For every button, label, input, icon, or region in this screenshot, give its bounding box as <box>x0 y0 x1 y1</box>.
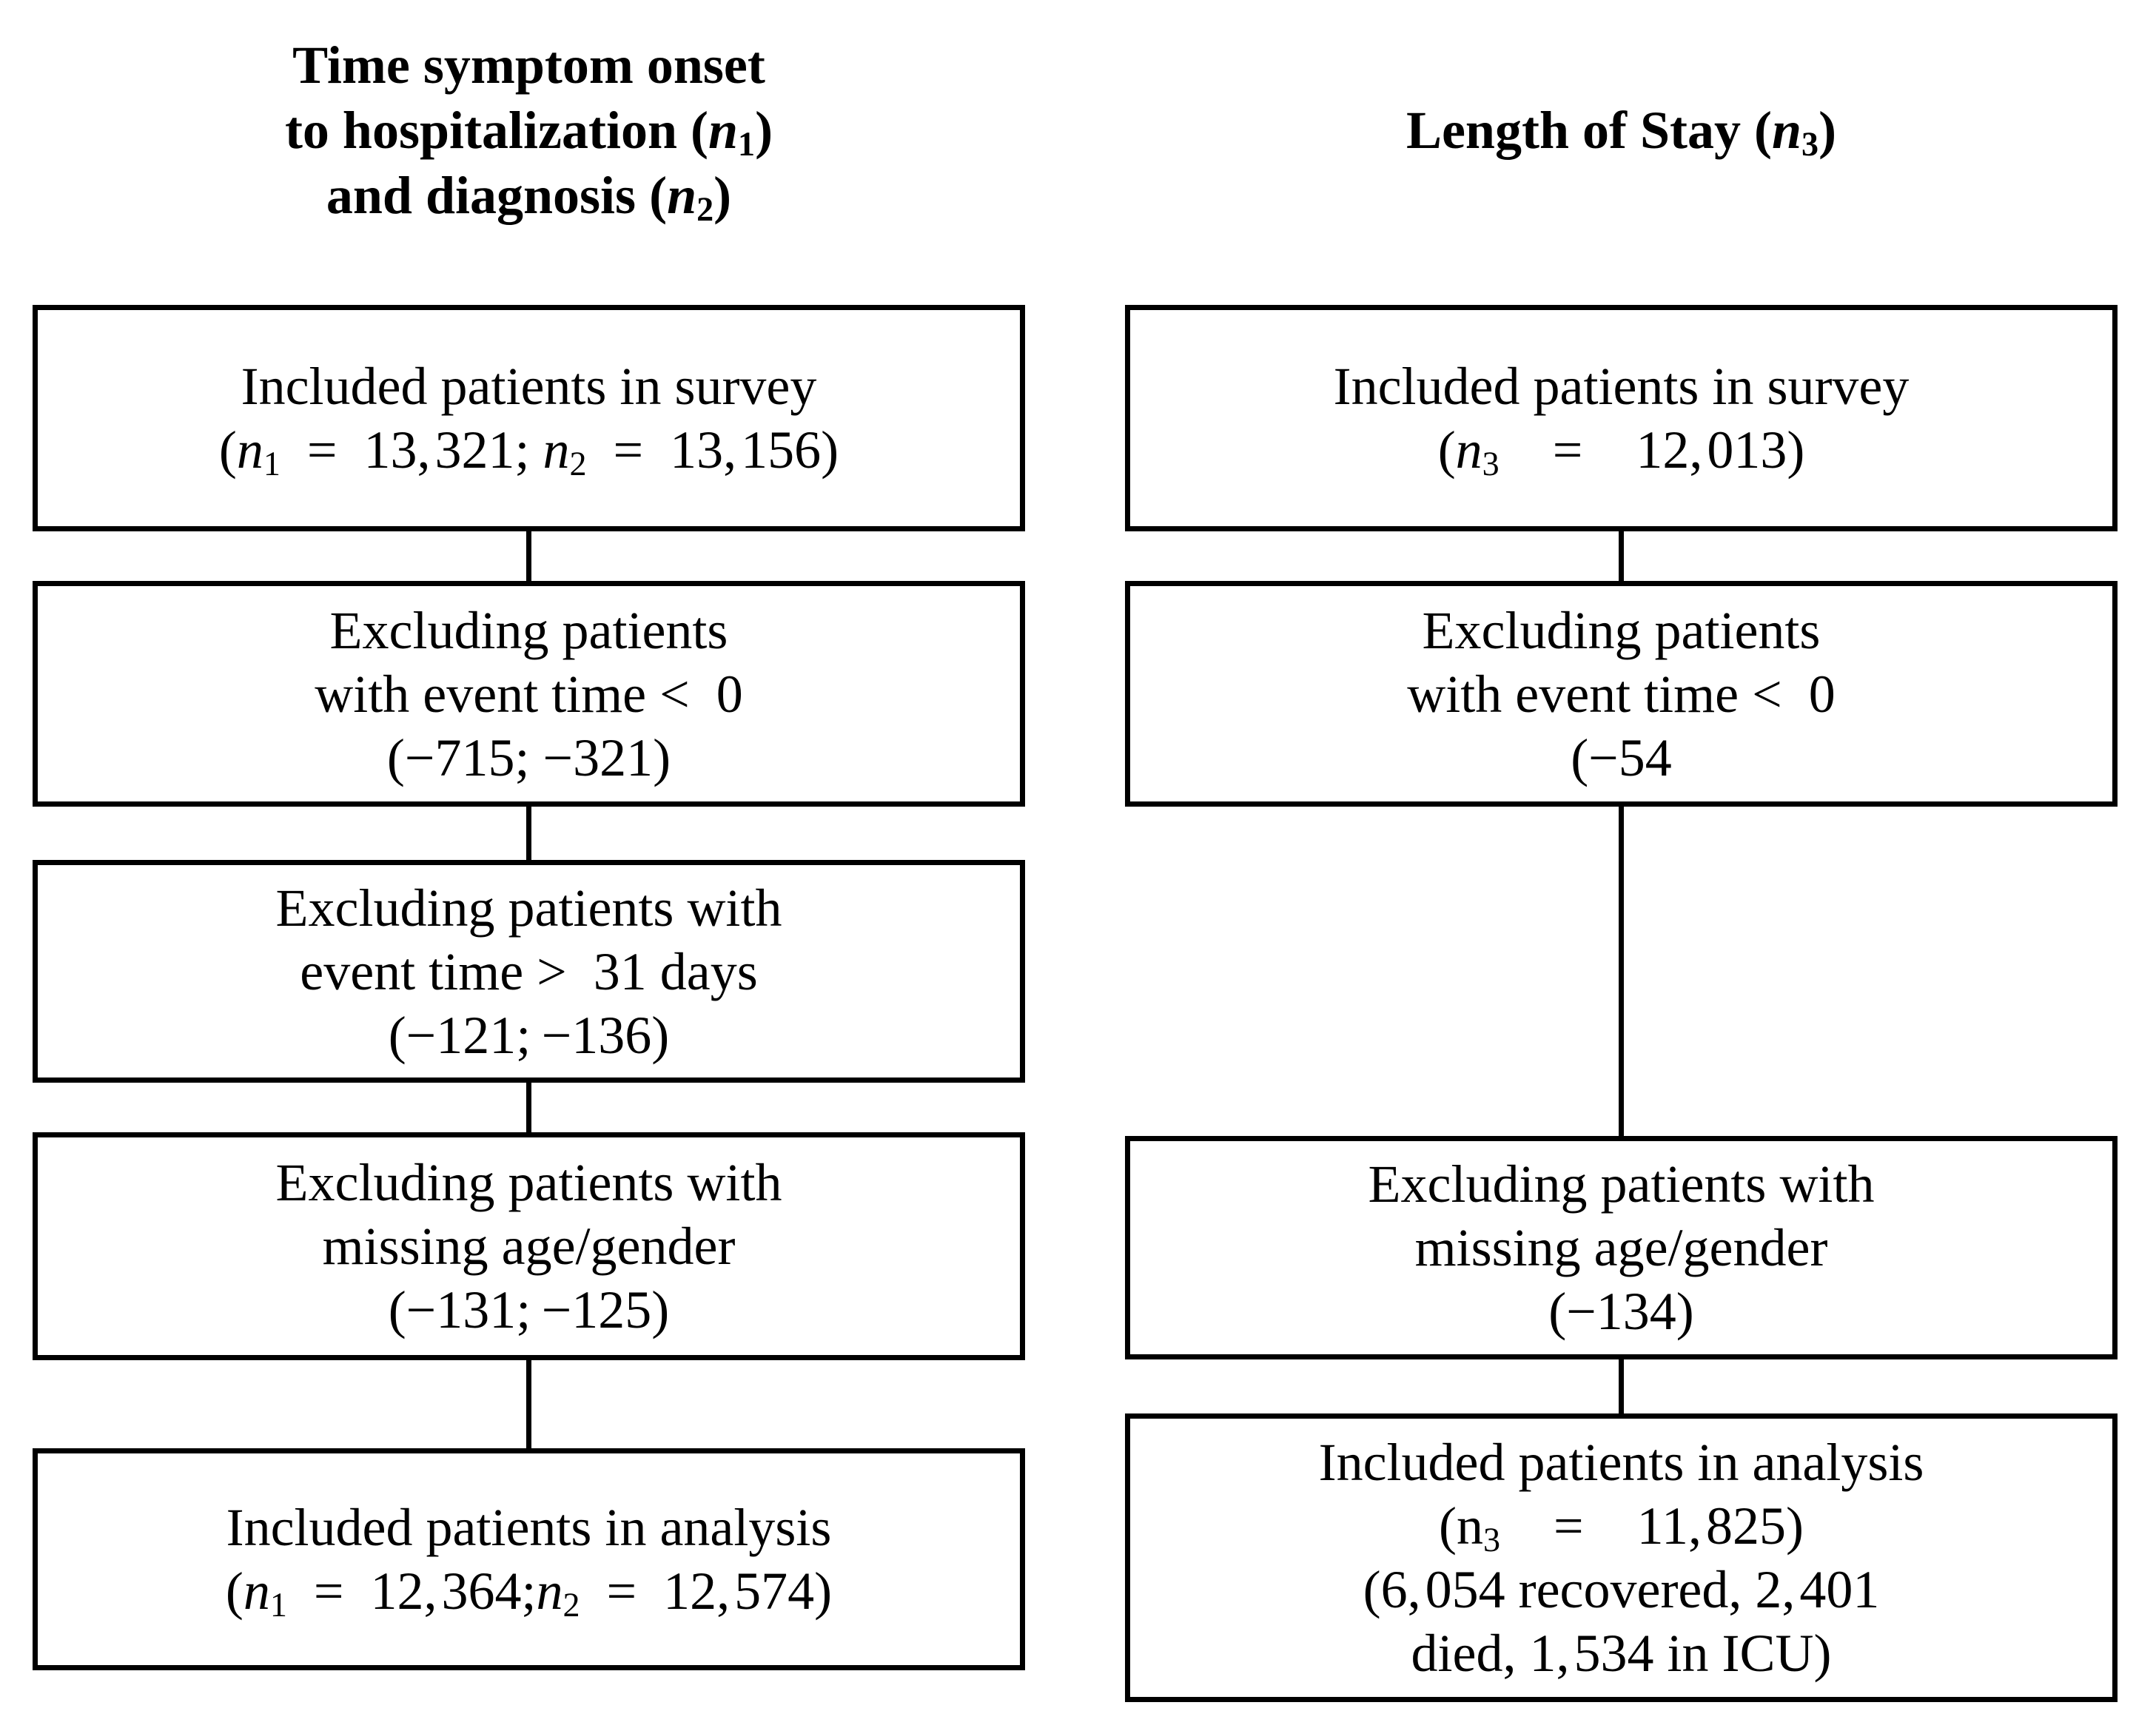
box-text-line: (−121; −136) <box>388 1005 670 1065</box>
box-left-exclude-over-31-days: Excluding patients with event time > 31 … <box>33 860 1025 1083</box>
flow-connector-right-1 <box>1619 528 1624 584</box>
box-text-line: (−54 <box>1571 727 1672 787</box>
flow-connector-left-2 <box>526 804 531 863</box>
flow-connector-left-1 <box>526 528 531 584</box>
box-right-exclude-negative-event-time: Excluding patients with event time < 0 (… <box>1125 581 2118 807</box>
flow-connector-right-3 <box>1619 1356 1624 1416</box>
box-left-included-analysis: Included patients in analysis (n1 = 12, … <box>33 1448 1025 1670</box>
box-text-line: Excluding patients <box>1422 600 1821 660</box>
box-text-line: (n3 = 11, 825) <box>1439 1496 1804 1559</box>
box-text-line: (−715; −321) <box>386 727 671 787</box>
box-text-line: event time > 31 days <box>300 941 758 1001</box>
box-text-line: Included patients in survey <box>241 357 817 416</box>
box-left-included-survey: Included patients in survey (n1 = 13, 32… <box>33 305 1025 531</box>
box-text-line: Excluding patients with <box>1368 1154 1875 1214</box>
box-text-line: died, 1, 534 in ICU) <box>1411 1624 1832 1683</box>
title-line: Length of Stay (n3) <box>1406 101 1837 164</box>
box-text-line: Excluding patients with <box>275 1153 782 1212</box>
box-text-line: with event time < 0 <box>315 664 743 724</box>
box-right-included-analysis: Included patients in analysis (n3 = 11, … <box>1125 1413 2118 1702</box>
box-text-line: missing age/gender <box>1414 1218 1828 1277</box>
box-text-line: with event time < 0 <box>1407 664 1836 724</box>
box-text-line: (n1 = 12, 364;n2 = 12, 574) <box>225 1561 833 1624</box>
box-left-exclude-negative-event-time: Excluding patients with event time < 0 (… <box>33 581 1025 807</box>
box-left-exclude-missing-age-gender: Excluding patients with missing age/gend… <box>33 1132 1025 1360</box>
box-text-line: (6, 054 recovered, 2, 401 <box>1363 1560 1880 1619</box>
flow-connector-right-2 <box>1619 804 1624 1139</box>
title-line: Time symptom onset <box>292 36 765 95</box>
box-text-line: Included patients in analysis <box>226 1498 832 1557</box>
box-text-line: (−134) <box>1548 1282 1694 1341</box>
box-text-line: (n1 = 13, 321; n2 = 13, 156) <box>218 420 839 483</box>
box-text-line: Included patients in analysis <box>1318 1433 1924 1492</box>
box-right-exclude-missing-age-gender: Excluding patients with missing age/gend… <box>1125 1136 2118 1359</box>
box-text-line: Excluding patients with <box>275 878 782 938</box>
box-text-line: (−131; −125) <box>388 1280 670 1339</box>
flow-connector-left-3 <box>526 1080 531 1135</box>
box-text-line: (n3 = 12, 013) <box>1437 420 1805 483</box>
column-title-right: Length of Stay (n3) <box>1125 30 2118 231</box>
column-title-left: Time symptom onset to hospitalization (n… <box>33 30 1025 231</box>
title-line: and diagnosis (n2) <box>326 166 732 229</box>
title-line: to hospitalization (n1) <box>284 101 773 164</box>
box-text-line: Excluding patients <box>329 600 728 660</box>
box-right-included-survey: Included patients in survey (n3 = 12, 01… <box>1125 305 2118 531</box>
box-text-line: Included patients in survey <box>1333 357 1910 416</box>
flow-connector-left-4 <box>526 1357 531 1451</box>
box-text-line: missing age/gender <box>322 1217 736 1276</box>
